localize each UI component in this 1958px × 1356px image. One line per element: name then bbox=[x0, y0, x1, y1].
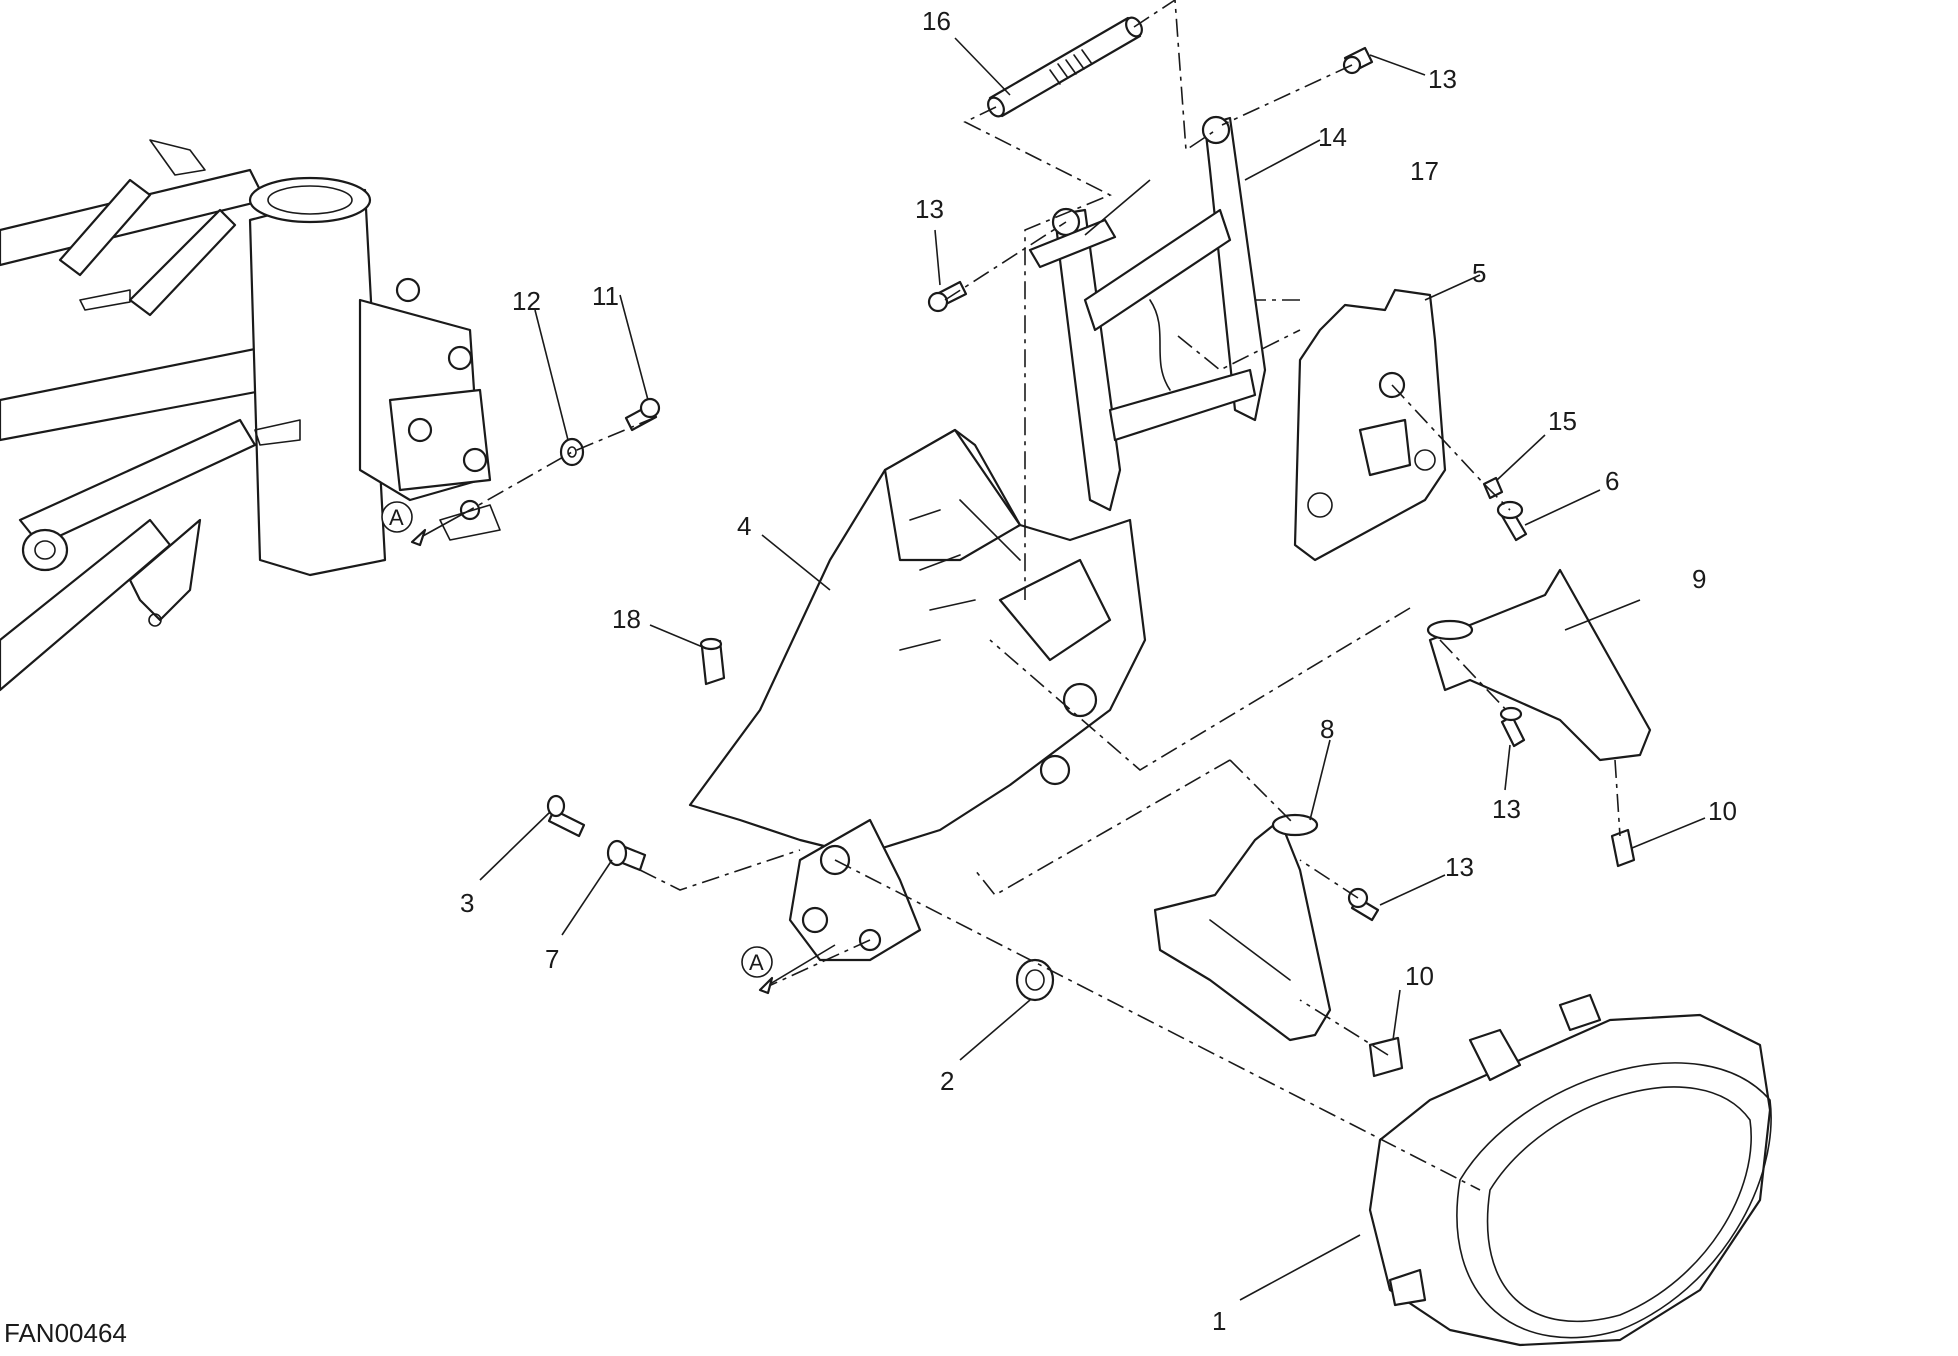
callout-11: 11 bbox=[592, 281, 619, 311]
small-parts bbox=[546, 46, 1636, 1078]
drawing-code: FAN00464 bbox=[4, 1318, 127, 1348]
part-17-pad bbox=[1028, 218, 1117, 269]
part-5-cover bbox=[1293, 288, 1447, 562]
part-9-bracket bbox=[1426, 568, 1652, 762]
callout-2: 2 bbox=[940, 1066, 954, 1096]
callout-13: 13 bbox=[1428, 64, 1457, 94]
callout-12: 12 bbox=[512, 286, 541, 316]
part-1-headlight bbox=[1368, 993, 1772, 1347]
part-8-bracket bbox=[1153, 813, 1332, 1042]
callout-14: 14 bbox=[1318, 122, 1347, 152]
callout-9: 9 bbox=[1692, 564, 1706, 594]
part-14-bracket bbox=[1051, 115, 1267, 512]
assembly-lines bbox=[469, 0, 1621, 1191]
callout-13: 13 bbox=[1445, 852, 1474, 882]
ref-marker-frame: A bbox=[381, 501, 471, 547]
callout-15: 15 bbox=[1548, 406, 1577, 436]
part-16-pin bbox=[987, 16, 1143, 118]
part-4-support bbox=[688, 428, 1147, 962]
callout-4: 4 bbox=[737, 511, 751, 541]
callout-8: 8 bbox=[1320, 714, 1334, 744]
callout-labels: 16 13 14 17 13 5 12 11 15 6 4 9 18 8 13 … bbox=[460, 6, 1737, 1336]
callout-10: 10 bbox=[1708, 796, 1737, 826]
svg-text:A: A bbox=[389, 505, 404, 530]
ref-marker-support: A bbox=[741, 944, 836, 995]
callout-13: 13 bbox=[915, 194, 944, 224]
callout-1: 1 bbox=[1212, 1306, 1226, 1336]
leader-lines bbox=[479, 37, 1706, 1301]
part-18-sleeve bbox=[699, 637, 726, 686]
callout-5: 5 bbox=[1472, 258, 1486, 288]
callout-18: 18 bbox=[612, 604, 641, 634]
callout-3: 3 bbox=[460, 888, 474, 918]
svg-text:A: A bbox=[749, 950, 764, 975]
callout-6: 6 bbox=[1605, 466, 1619, 496]
callout-10: 10 bbox=[1405, 961, 1434, 991]
callout-16: 16 bbox=[922, 6, 951, 36]
frame-assembly bbox=[0, 139, 501, 692]
callout-7: 7 bbox=[545, 944, 559, 974]
callout-13: 13 bbox=[1492, 794, 1521, 824]
callout-17: 17 bbox=[1410, 156, 1439, 186]
